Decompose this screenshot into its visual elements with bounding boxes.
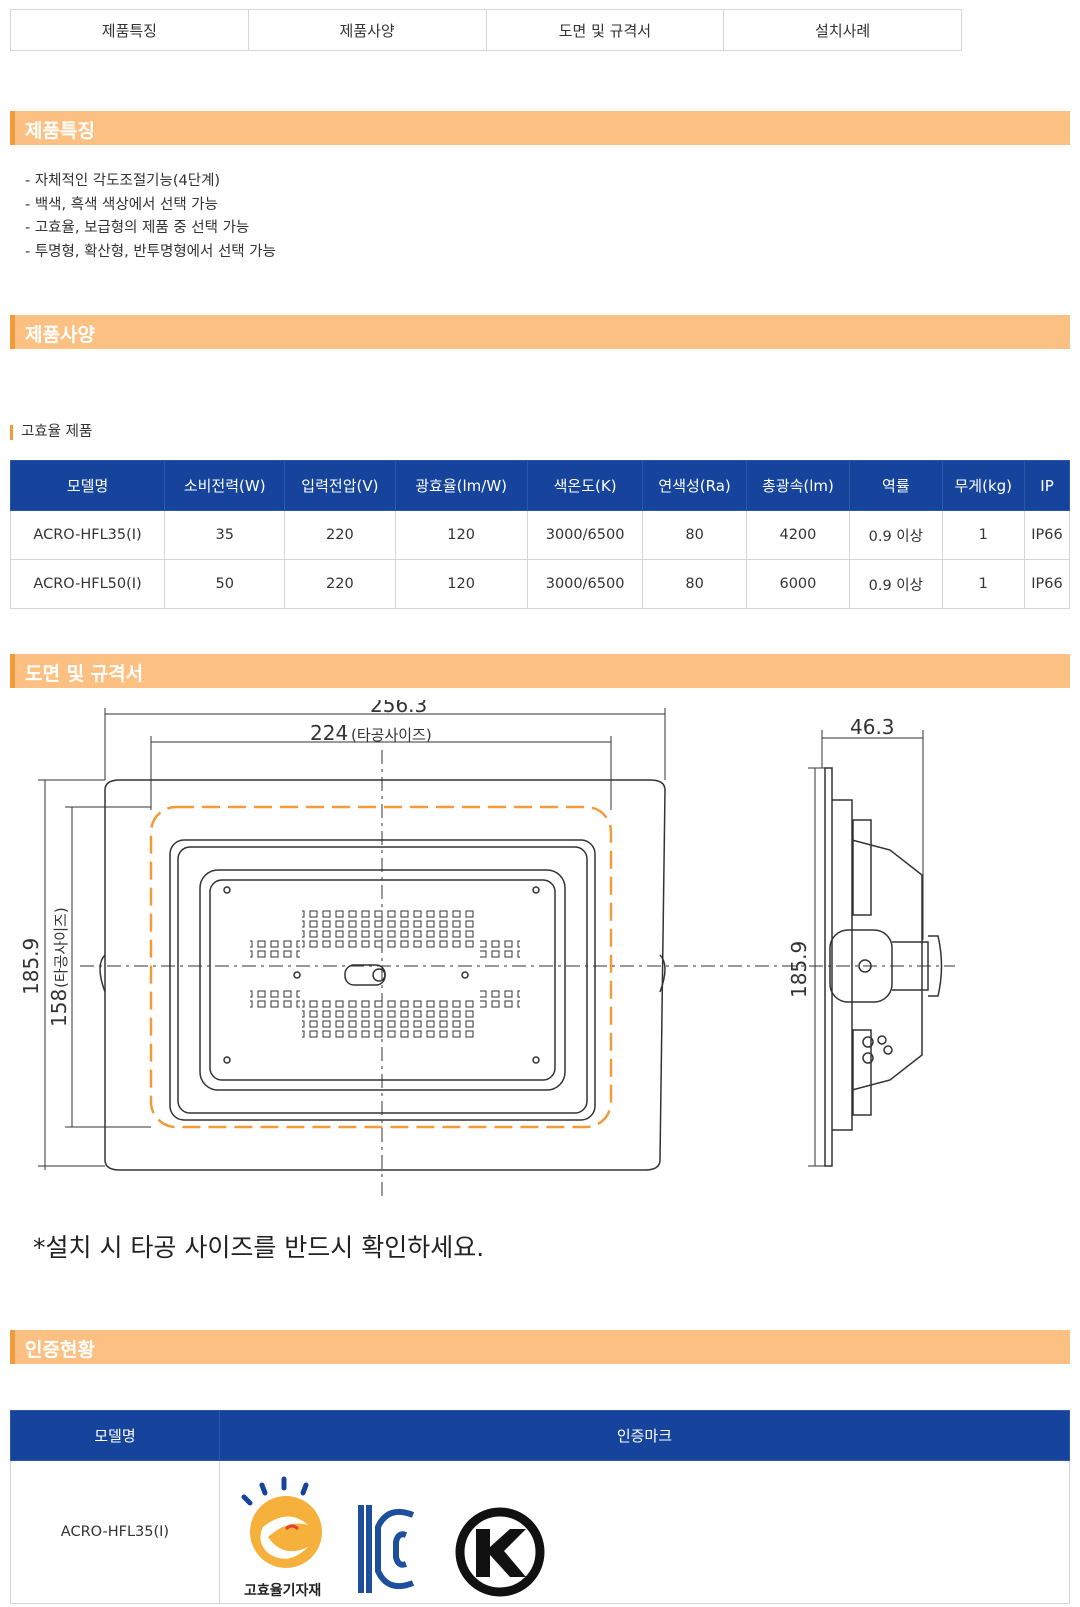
col-header: 역률 bbox=[849, 460, 943, 511]
tab-spec[interactable]: 제품사양 bbox=[249, 10, 487, 50]
col-header: IP bbox=[1024, 460, 1070, 511]
dim-side-depth: 46.3 bbox=[850, 715, 895, 739]
section-title: 도면 및 규격서 bbox=[25, 663, 144, 685]
col-header: 소비전력(W) bbox=[164, 460, 286, 511]
col-header: 입력전압(V) bbox=[284, 460, 396, 511]
feature-item: - 자체적인 각도조절기능(4단계) bbox=[25, 173, 221, 189]
col-header: 인증마크 bbox=[218, 1410, 1071, 1461]
cell: 80 bbox=[642, 559, 747, 609]
table-row: ACRO-HFL35(I) 35 220 120 3000/6500 80 42… bbox=[9, 510, 1070, 560]
table-row: ACRO-HFL35(I) 고효율기자재 bbox=[10, 1460, 1071, 1604]
tab-bar: 제품특징 제품사양 도면 및 규격서 설치사례 bbox=[10, 9, 962, 51]
dimension-drawing: 256.3 224 (타공사이즈) 185.9 158 (타공사이즈) 46.3… bbox=[19, 700, 955, 1200]
dim-height-hole: 158 bbox=[47, 989, 71, 1027]
col-header: 모델명 bbox=[9, 460, 166, 511]
section-header-drawing: 도면 및 규격서 bbox=[10, 654, 1070, 688]
drawing-note: *설치 시 타공 사이즈를 반드시 확인하세요. bbox=[33, 1233, 485, 1262]
dim-height-hole-note: (타공사이즈) bbox=[52, 907, 70, 988]
cert-model: ACRO-HFL35(I) bbox=[10, 1460, 220, 1604]
front-outline bbox=[104, 779, 666, 1171]
cell: 120 bbox=[394, 559, 528, 609]
kc-mark-icon bbox=[357, 1505, 414, 1593]
dim-side-height: 185.9 bbox=[787, 941, 811, 998]
cell: 0.9 이상 bbox=[849, 559, 943, 609]
col-header: 총광속(lm) bbox=[745, 460, 851, 511]
cell: 0.9 이상 bbox=[849, 510, 943, 560]
feature-item: - 투명형, 확산형, 반투명형에서 선택 가능 bbox=[25, 243, 276, 260]
cell: 1 bbox=[941, 510, 1026, 560]
section-header-spec: 제품사양 bbox=[10, 315, 1070, 349]
col-header: 광효율(lm/W) bbox=[394, 460, 528, 511]
tab-features[interactable]: 제품특징 bbox=[11, 10, 249, 50]
table-header-row: 모델명 소비전력(W) 입력전압(V) 광효율(lm/W) 색온도(K) 연색성… bbox=[9, 460, 1070, 511]
cell: 80 bbox=[642, 510, 747, 560]
section-header-features: 제품특징 bbox=[10, 111, 1070, 145]
cell: 50 bbox=[164, 559, 286, 609]
col-header: 색온도(K) bbox=[526, 460, 644, 511]
cell: ACRO-HFL50(I) bbox=[9, 559, 166, 609]
cell: IP66 bbox=[1024, 559, 1070, 609]
col-header: 무게(kg) bbox=[941, 460, 1026, 511]
led-grid bbox=[250, 908, 520, 1040]
cell: ACRO-HFL35(I) bbox=[9, 510, 166, 560]
cell: 120 bbox=[394, 510, 528, 560]
dim-width-hole: 224 bbox=[310, 721, 348, 745]
cell: 220 bbox=[284, 559, 396, 609]
cell: IP66 bbox=[1024, 510, 1070, 560]
feature-item: - 고효율, 보급형의 제품 중 선택 가능 bbox=[25, 220, 250, 236]
tab-installation[interactable]: 설치사례 bbox=[815, 21, 871, 40]
cell: 3000/6500 bbox=[526, 510, 644, 560]
cell: 1 bbox=[941, 559, 1026, 609]
cutout-outline bbox=[149, 805, 613, 1129]
section-title: 제품사양 bbox=[25, 324, 95, 346]
feature-item: - 백색, 흑색 색상에서 선택 가능 bbox=[25, 196, 218, 213]
side-view bbox=[824, 767, 943, 1167]
cell: 35 bbox=[164, 510, 286, 560]
spec-table: 모델명 소비전력(W) 입력전압(V) 광효율(lm/W) 색온도(K) 연색성… bbox=[9, 460, 1070, 609]
cell: 220 bbox=[284, 510, 396, 560]
cell: 4200 bbox=[745, 510, 851, 560]
feature-list: - 자체적인 각도조절기능(4단계) - 백색, 흑색 색상에서 선택 가능 -… bbox=[25, 170, 276, 264]
section-title: 제품특징 bbox=[25, 120, 95, 142]
table-row: ACRO-HFL50(I) 50 220 120 3000/6500 80 60… bbox=[9, 559, 1070, 609]
cert-marks: 고효율기자재 bbox=[218, 1460, 1071, 1604]
center-knob bbox=[344, 964, 386, 986]
spec-subtitle: 고효율 제품 bbox=[10, 425, 92, 440]
cell: 3000/6500 bbox=[526, 559, 644, 609]
section-title: 인증현황 bbox=[25, 1339, 95, 1361]
table-header-row: 모델명 인증마크 bbox=[10, 1410, 1071, 1461]
tab-drawing[interactable]: 도면 및 규격서 bbox=[487, 10, 725, 50]
col-header: 연색성(Ra) bbox=[642, 460, 747, 511]
dim-height-total: 185.9 bbox=[19, 938, 43, 995]
section-header-cert: 인증현황 bbox=[10, 1330, 1070, 1364]
dim-width-hole-note: (타공사이즈) bbox=[351, 726, 432, 744]
dim-width-total: 256.3 bbox=[370, 700, 427, 717]
cell: 6000 bbox=[745, 559, 851, 609]
high-efficiency-mark-icon: 고효율기자재 bbox=[241, 1476, 322, 1599]
cert-logos: 고효율기자재 bbox=[241, 1476, 545, 1599]
cert-table: 모델명 인증마크 ACRO-HFL35(I) 고효율기자재 bbox=[10, 1410, 1071, 1604]
col-header: 모델명 bbox=[10, 1410, 220, 1461]
cert-mark-caption: 고효율기자재 bbox=[244, 1582, 321, 1599]
ks-mark-icon bbox=[455, 1507, 545, 1597]
